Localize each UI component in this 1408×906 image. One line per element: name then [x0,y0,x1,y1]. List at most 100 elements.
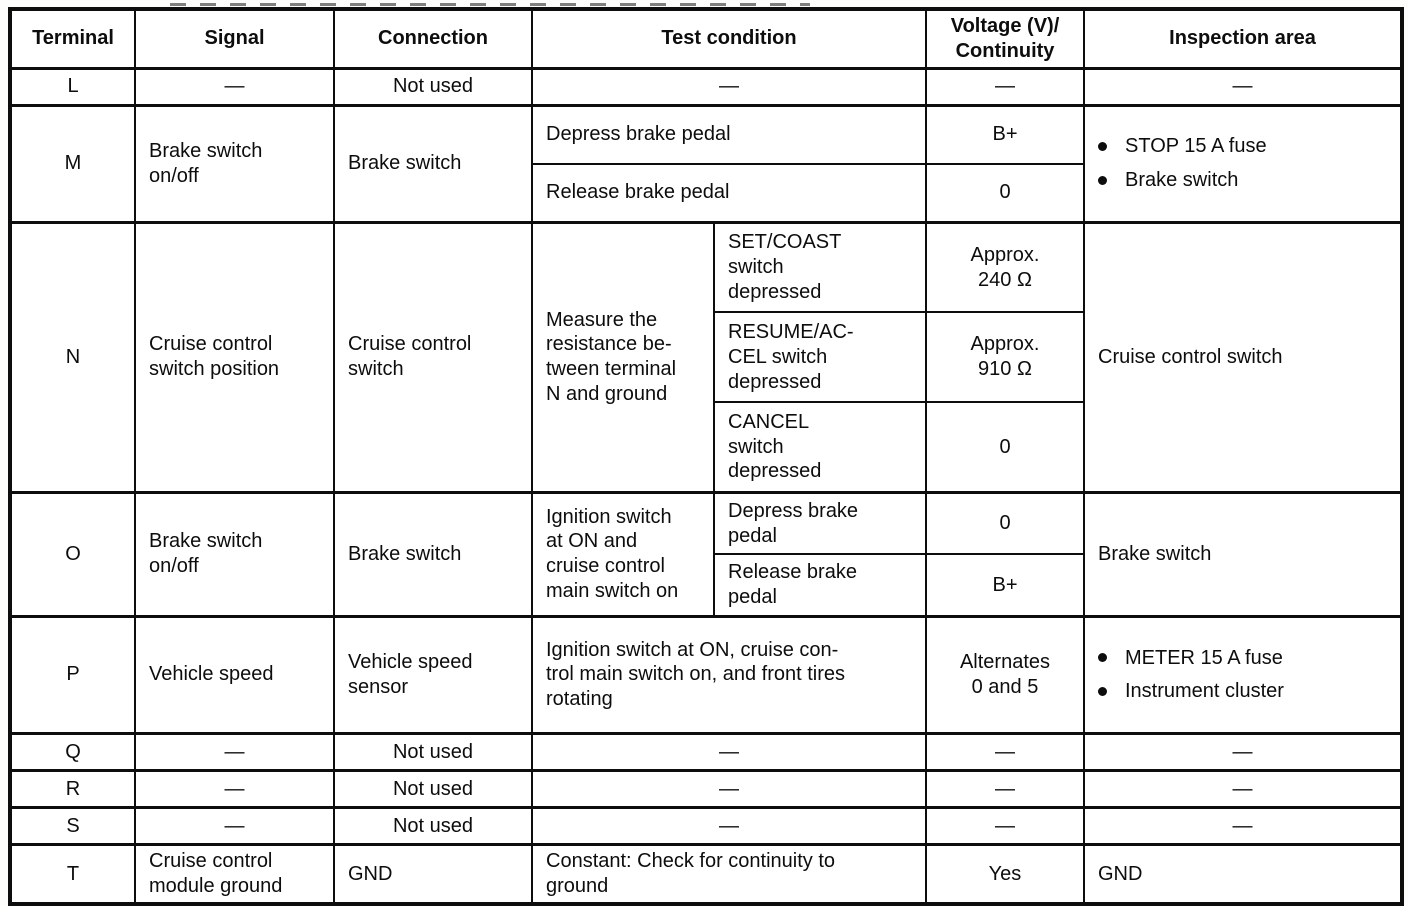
bullet-icon [1098,687,1107,697]
inspection-cell: — [1083,731,1403,772]
test-condition-cell: — [531,66,927,107]
table-row-Q: Q — Not used — — — [9,731,1403,772]
connection-cell: Vehicle speed sensor [333,614,533,735]
connection-cell: Cruise control switch [333,220,533,494]
voltage-cell: Approx. 240 Ω [925,220,1085,314]
bullet-icon [1098,142,1107,152]
test-condition-cell: Ignition switch at ON and cruise control… [531,490,715,618]
terminal-cell: S [9,805,136,846]
table-row-O-1: O Brake switch on/off Brake switch Ignit… [9,490,1403,618]
test-condition-cell: — [531,805,927,846]
inspection-cell: — [1083,768,1403,809]
signal-cell: Cruise control switch position [134,220,335,494]
terminal-cell: P [9,614,136,735]
table-row-M-1: M Brake switch on/off Brake switch Depre… [9,103,1403,224]
list-item: METER 15 A fuse [1098,646,1392,671]
col-header-test-condition: Test condition [531,7,927,70]
signal-cell: — [134,768,335,809]
table-row-R: R — Not used — — — [9,768,1403,809]
voltage-cell: 0 [925,401,1085,494]
table-row-M-2: Release brake pedal 0 [10,162,1402,224]
signal-cell: — [134,731,335,772]
header-row: Terminal Signal Connection Test conditio… [9,7,1403,70]
inspection-cell: METER 15 A fuse Instrument cluster [1083,614,1403,735]
voltage-cell: — [925,66,1085,107]
connection-cell: Not used [333,731,533,772]
terminal-diagnostic-table: Terminal Signal Connection Test conditio… [8,7,1404,906]
voltage-cell: — [925,768,1085,809]
bullet-icon [1098,653,1107,663]
table-row-N-1: N Cruise control switch position Cruise … [9,220,1403,494]
inspection-cell: — [1083,805,1403,846]
col-header-inspection-area: Inspection area [1083,7,1403,70]
inspection-cell: GND [1083,842,1403,906]
bullet-icon [1098,176,1107,186]
signal-cell: Cruise control module ground [134,842,335,906]
voltage-cell: B+ [925,553,1085,618]
connection-cell: Not used [333,66,533,107]
table-row-O-2: Release brake pedal B+ [10,553,1402,618]
voltage-cell: B+ [925,103,1085,165]
connection-cell: GND [333,842,533,906]
voltage-cell: — [925,731,1085,772]
col-header-terminal: Terminal [9,7,136,70]
connection-cell: Not used [333,805,533,846]
list-item: Brake switch [1098,168,1392,193]
test-condition-cell: Release brake pedal [531,162,927,224]
test-condition-cell: Constant: Check for continuity to ground [531,842,927,906]
table-row-S: S — Not used — — — [9,805,1403,846]
terminal-cell: O [9,490,136,618]
inspection-item-label: METER 15 A fuse [1125,646,1283,669]
terminal-cell: R [9,768,136,809]
terminal-cell: N [9,220,136,494]
table-row-N-2: RESUME/AC- CEL switch depressed Approx. … [10,311,1402,404]
voltage-cell: Approx. 910 Ω [925,311,1085,404]
table-row-T: T Cruise control module ground GND Const… [9,842,1403,906]
voltage-cell: Alternates 0 and 5 [925,614,1085,735]
col-header-voltage-continuity: Voltage (V)/ Continuity [925,7,1085,70]
signal-cell: Brake switch on/off [134,490,335,618]
inspection-cell: STOP 15 A fuse Brake switch [1083,103,1403,224]
col-header-connection: Connection [333,7,533,70]
signal-cell: Brake switch on/off [134,103,335,224]
signal-cell: — [134,66,335,107]
inspection-cell: — [1083,66,1403,107]
voltage-cell: Yes [925,842,1085,906]
sub-condition-cell: SET/COAST switch depressed [713,220,927,314]
signal-cell: Vehicle speed [134,614,335,735]
test-condition-cell: — [531,768,927,809]
inspection-list: METER 15 A fuse Instrument cluster [1098,646,1392,705]
inspection-item-label: Brake switch [1125,169,1239,192]
test-condition-cell: — [531,731,927,772]
terminal-cell: Q [9,731,136,772]
sub-condition-cell: Release brake pedal [713,553,927,618]
table-row-P: P Vehicle speed Vehicle speed sensor Ign… [9,614,1403,735]
sub-condition-cell: CANCEL switch depressed [713,401,927,494]
test-condition-cell: Ignition switch at ON, cruise con- trol … [531,614,927,735]
connection-cell: Brake switch [333,490,533,618]
col-header-signal: Signal [134,7,335,70]
inspection-cell: Brake switch [1083,490,1403,618]
list-item: Instrument cluster [1098,679,1392,704]
sub-condition-cell: Depress brake pedal [713,490,927,556]
test-condition-cell: Depress brake pedal [531,103,927,165]
voltage-cell: 0 [925,162,1085,224]
signal-cell: — [134,805,335,846]
terminal-cell: L [9,66,136,107]
list-item: STOP 15 A fuse [1098,134,1392,159]
voltage-cell: 0 [925,490,1085,556]
terminal-cell: T [9,842,136,906]
inspection-cell: Cruise control switch [1083,220,1403,494]
sub-condition-cell: RESUME/AC- CEL switch depressed [713,311,927,404]
table-row-L: L — Not used — — — [9,66,1403,107]
table-row-N-3: CANCEL switch depressed 0 [10,401,1402,494]
connection-cell: Not used [333,768,533,809]
inspection-item-label: Instrument cluster [1125,680,1284,703]
test-condition-cell: Measure the resistance be- tween termina… [531,220,715,494]
inspection-list: STOP 15 A fuse Brake switch [1098,134,1392,193]
voltage-cell: — [925,805,1085,846]
inspection-item-label: STOP 15 A fuse [1125,135,1267,158]
connection-cell: Brake switch [333,103,533,224]
scan-artifact [170,3,810,6]
